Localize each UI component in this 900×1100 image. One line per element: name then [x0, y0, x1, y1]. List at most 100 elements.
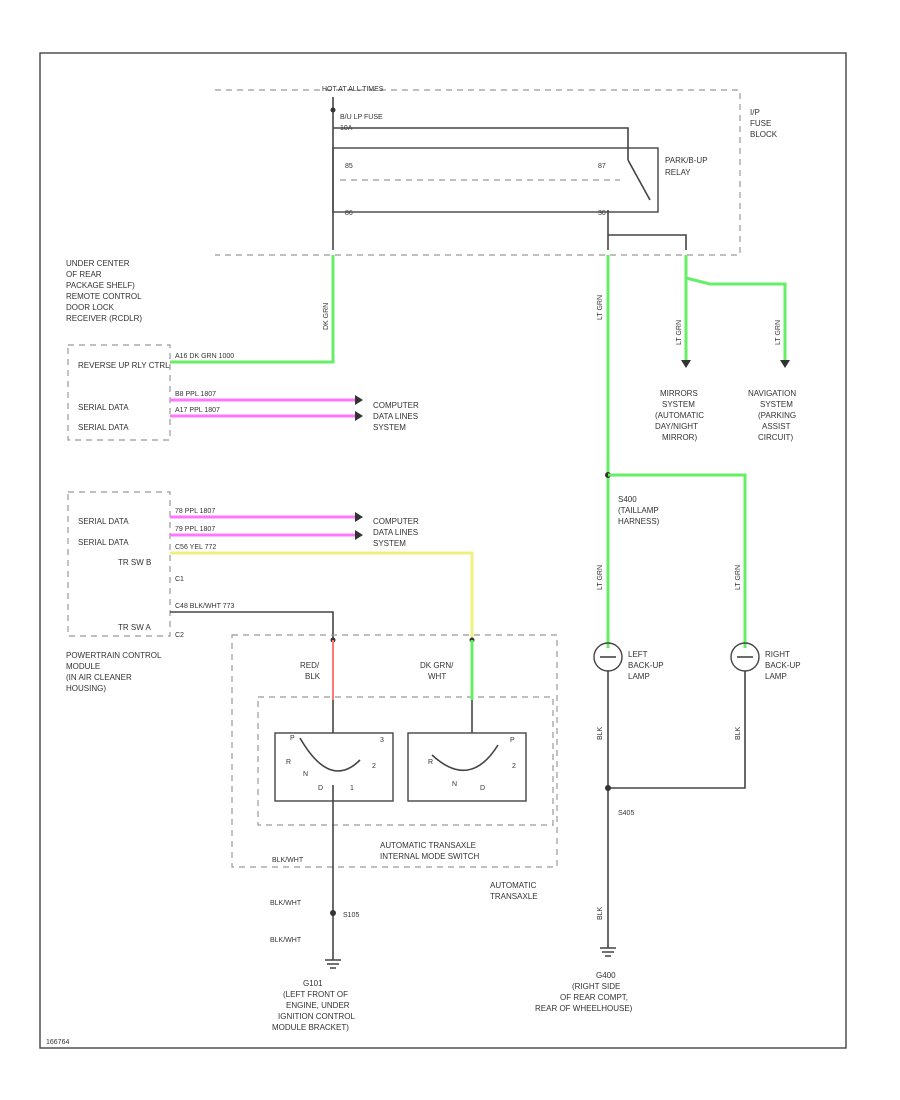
svg-text:SYSTEM: SYSTEM [373, 423, 406, 432]
pcm-module-box [67, 491, 171, 637]
pcm-connector-c2: C2 [175, 632, 184, 639]
svg-text:OF REAR COMPT,: OF REAR COMPT, [560, 993, 628, 1002]
svg-text:MODULE: MODULE [66, 662, 100, 671]
relay-label-2: RELAY [665, 168, 691, 177]
pcm-wire-2: 79 PPL 1807 [175, 526, 215, 533]
computer-data-label-2: COMPUTER DATA LINES SYSTEM [373, 517, 419, 548]
switch-b-positions: P R N D 2 [428, 737, 516, 792]
rcdlr-wire-2: B8 PPL 1807 [175, 391, 216, 398]
switch-a-contact [299, 737, 361, 772]
rcdlr-wire-1: A16 DK GRN 1000 [175, 353, 234, 360]
blk-wht-wire-tr-sw-a [170, 611, 334, 640]
ground-icon [600, 947, 616, 957]
svg-text:BACK-UP: BACK-UP [628, 661, 664, 670]
relay-pin-86: 86 [345, 210, 353, 217]
red-blk-label-1: RED/ [300, 661, 320, 670]
yel-wire-tr-sw-b [170, 551, 474, 640]
relay-pin-30: 30 [598, 210, 606, 217]
wire-code-blk-1: BLK [597, 726, 604, 740]
pcm-location-label: POWERTRAIN CONTROL MODULE (IN AIR CLEANE… [66, 651, 162, 693]
svg-text:SYSTEM: SYSTEM [373, 539, 406, 548]
svg-text:MIRRORS: MIRRORS [660, 389, 698, 398]
fuse-block-label: I/P FUSE BLOCK [750, 108, 778, 139]
arrow-icon [355, 512, 363, 522]
svg-text:D: D [480, 785, 485, 792]
svg-text:(LEFT FRONT OF: (LEFT FRONT OF [283, 990, 348, 999]
ground-icon [325, 959, 341, 969]
svg-text:(PARKING: (PARKING [758, 411, 796, 420]
svg-text:FUSE: FUSE [750, 119, 771, 128]
svg-text:INTERNAL MODE SWITCH: INTERNAL MODE SWITCH [380, 852, 479, 861]
switch-b-box [407, 732, 527, 802]
pcm-wire-1: 78 PPL 1807 [175, 508, 215, 515]
svg-text:HARNESS): HARNESS) [618, 517, 660, 526]
svg-text:ASSIST: ASSIST [762, 422, 791, 431]
relay-pin-85: 85 [345, 163, 353, 170]
blk-wht-1: BLK/WHT [272, 857, 304, 864]
switch-a-positions: P R N D 2 1 3 [286, 735, 384, 792]
fuse-block-outline [215, 89, 741, 256]
blk-wht-3: BLK/WHT [270, 937, 302, 944]
svg-text:AUTOMATIC TRANSAXLE: AUTOMATIC TRANSAXLE [380, 841, 476, 850]
navigation-label: NAVIGATION SYSTEM (PARKING ASSIST CIRCUI… [748, 389, 796, 442]
transaxle-label: AUTOMATIC TRANSAXLE [490, 881, 538, 901]
ground-g400-label: G400 (RIGHT SIDE OF REAR COMPT, REAR OF … [535, 971, 633, 1013]
fuse-top-dot [330, 107, 336, 113]
wire-code-ltgrn-3: LT GRN [597, 565, 604, 590]
rcdlr-pin-label-2: SERIAL DATA [78, 403, 129, 412]
svg-text:2: 2 [372, 763, 376, 770]
rcdlr-wire-3: A17 PPL 1807 [175, 407, 220, 414]
rcdlr-pin-label-3: SERIAL DATA [78, 423, 129, 432]
left-lamp-label: LEFT BACK-UP LAMP [628, 650, 664, 681]
outer-frame [39, 52, 847, 1049]
svg-text:LEFT: LEFT [628, 650, 648, 659]
wire-code-ltgrn-5: LT GRN [775, 320, 782, 345]
svg-text:DATA LINES: DATA LINES [373, 412, 418, 421]
svg-text:P: P [510, 737, 515, 744]
svg-text:MIRROR): MIRROR) [662, 433, 697, 442]
rcdlr-location-label: UNDER CENTER OF REAR PACKAGE SHELF) REMO… [66, 259, 142, 323]
svg-text:COMPUTER: COMPUTER [373, 401, 419, 410]
svg-text:I/P: I/P [750, 108, 760, 117]
splice-s105-dot [330, 910, 336, 916]
fuse-name: B/U LP FUSE [340, 114, 383, 121]
right-lamp-ground-wire [608, 671, 746, 789]
relay-switch-contact [627, 159, 651, 201]
relay-pin-87: 87 [598, 163, 606, 170]
pcm-pin-label-1: SERIAL DATA [78, 517, 129, 526]
svg-text:DOOR LOCK: DOOR LOCK [66, 303, 115, 312]
svg-text:(RIGHT SIDE: (RIGHT SIDE [572, 982, 620, 991]
lt-grn-right-lamp [608, 473, 747, 648]
pcm-wire-4: C48 BLK/WHT 773 [175, 603, 235, 610]
ground-g101-label: G101 (LEFT FRONT OF ENGINE, UNDER IGNITI… [272, 979, 355, 1032]
pcm-pin-label-4: TR SW A [118, 623, 152, 632]
arrow-icon [355, 395, 363, 405]
pcm-pin-label-2: SERIAL DATA [78, 538, 129, 547]
lt-grn-nav [685, 276, 787, 362]
svg-text:COMPUTER: COMPUTER [373, 517, 419, 526]
pcm-pin-label-3: TR SW B [118, 558, 151, 567]
right-lamp-label: RIGHT BACK-UP LAMP [765, 650, 801, 681]
svg-text:LAMP: LAMP [628, 672, 650, 681]
svg-text:1: 1 [350, 785, 354, 792]
svg-text:S400: S400 [618, 495, 637, 504]
svg-text:HOUSING): HOUSING) [66, 684, 106, 693]
dk-grn-wire-rcdlr [170, 255, 335, 364]
wire-code-blk-2: BLK [735, 726, 742, 740]
svg-text:R: R [286, 759, 291, 766]
svg-text:RECEIVER (RCDLR): RECEIVER (RCDLR) [66, 314, 142, 323]
red-blk-label-2: BLK [305, 672, 321, 681]
computer-data-label-1: COMPUTER DATA LINES SYSTEM [373, 401, 419, 432]
svg-text:(TAILLAMP: (TAILLAMP [618, 506, 659, 515]
arrow-icon [780, 360, 790, 368]
svg-text:POWERTRAIN CONTROL: POWERTRAIN CONTROL [66, 651, 162, 660]
svg-text:3: 3 [380, 737, 384, 744]
transaxle-outline [231, 634, 558, 868]
svg-text:REMOTE CONTROL: REMOTE CONTROL [66, 292, 142, 301]
svg-text:NAVIGATION: NAVIGATION [748, 389, 796, 398]
top-label: HOT AT ALL TIMES [322, 86, 384, 93]
svg-text:REAR OF WHEELHOUSE): REAR OF WHEELHOUSE) [535, 1004, 633, 1013]
relay-branch-wire [608, 234, 687, 250]
